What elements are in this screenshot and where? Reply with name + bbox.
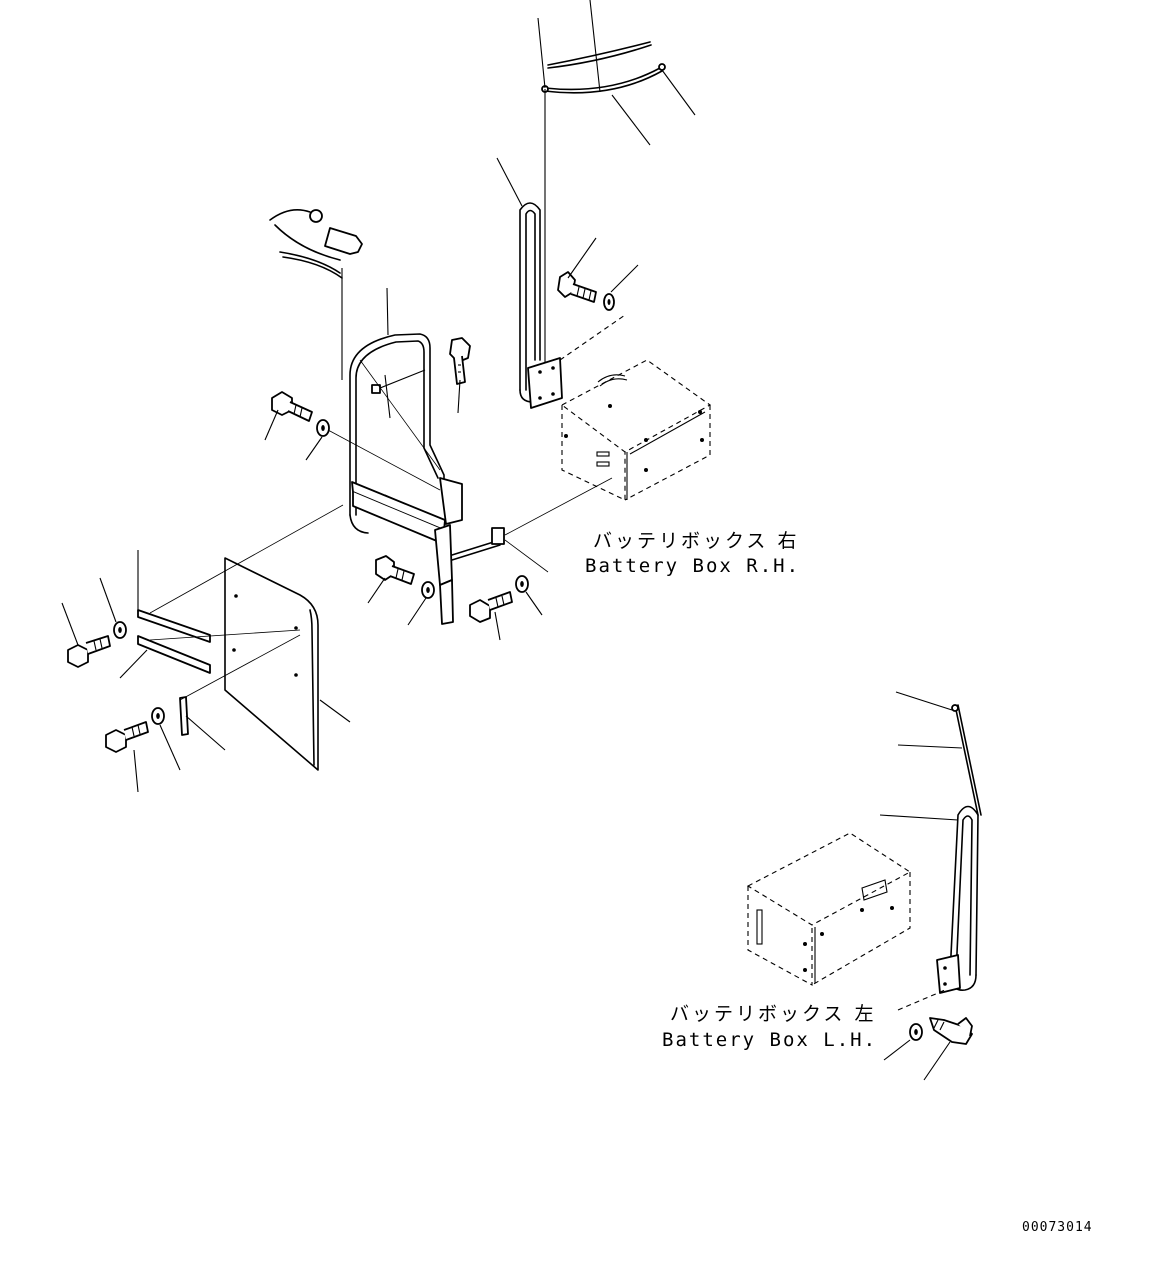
battery-box-lh-label-en: Battery Box L.H. [662,1029,877,1051]
battery-box-lh [746,832,912,986]
bolt-lh [923,1017,973,1081]
bolt-rh-top [557,237,597,303]
washer-frame-left [305,419,441,491]
bolt-left-lower [105,721,149,793]
bolt-ladder-top [449,337,471,414]
bolt-frame-left [264,391,313,441]
washer-left-lower [151,707,181,771]
strap-upper [137,504,344,643]
bolt-left-upper [61,602,111,668]
top-pin-cable-lh [269,209,363,380]
battery-box-rh-label-en: Battery Box R.H. [585,555,800,577]
grab-rail-lh [879,691,982,992]
top-cable-assembly [537,0,696,365]
washer-rh-top [603,264,639,311]
washer-bracket-right [504,477,613,616]
drawing-number: 00073014 [1022,1220,1093,1235]
leader-dash-rh-1 [559,314,626,361]
battery-box-rh [560,359,712,501]
washer-frame-bottom [407,581,435,626]
grab-rail-rh [496,157,541,403]
washer-left-upper [99,577,127,639]
small-clip [179,634,301,751]
rail-mount-plate-rh [527,357,563,409]
battery-box-lh-label-jp: バッテリボックス 左 [670,1003,876,1025]
bolt-bracket-right [469,591,513,641]
bolt-frame-bottom [367,555,415,604]
step-ladder-frame [349,287,505,625]
battery-box-rh-label-jp: バッテリボックス 右 [593,530,799,552]
washer-lh [883,989,946,1061]
cover-plate [224,557,351,771]
strap-lower [119,629,301,679]
rail-mount-plate-lh [936,954,961,994]
